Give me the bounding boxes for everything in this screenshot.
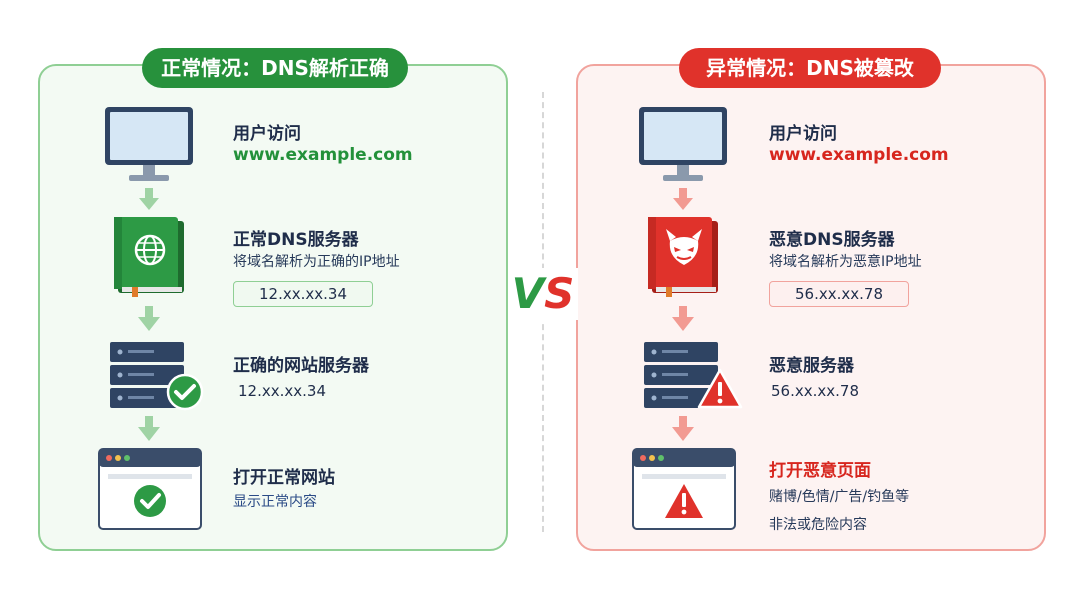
arrow-down-icon: [673, 188, 693, 210]
bad-step2-desc: 将域名解析为恶意IP地址: [769, 254, 922, 270]
bad-step3-ip: 56.xx.xx.78: [771, 382, 859, 400]
check-circle-icon: [166, 373, 204, 411]
good-step3-ip: 12.xx.xx.34: [238, 382, 326, 400]
browser-window-icon: [98, 448, 202, 530]
globe-book-icon: [114, 217, 184, 297]
arrow-down-icon: [672, 416, 694, 441]
arrow-down-icon: [138, 306, 160, 331]
arrow-down-icon: [672, 306, 694, 331]
vs-letter-v: V: [511, 269, 545, 318]
bad-step2-ip: 56.xx.xx.78: [769, 281, 909, 307]
browser-window-icon: [632, 448, 736, 530]
good-step4-desc: 显示正常内容: [233, 494, 317, 510]
monitor-icon: [639, 107, 727, 181]
good-step2-ip: 12.xx.xx.34: [233, 281, 373, 307]
warning-triangle-icon: [697, 368, 743, 409]
good-step2-desc: 将域名解析为正确的IP地址: [233, 254, 400, 270]
good-step3-label: 正确的网站服务器: [233, 356, 369, 376]
good-step4-label: 打开正常网站: [233, 468, 335, 488]
bad-step3-label: 恶意服务器: [769, 356, 854, 376]
devil-book-icon: [648, 217, 718, 297]
bad-step4-desc1: 赌博/色情/广告/钓鱼等: [769, 489, 910, 505]
vs-label: VS: [508, 268, 578, 320]
monitor-icon: [105, 107, 193, 181]
bad-step4-label: 打开恶意页面: [769, 461, 871, 481]
hijacked-case-title: 异常情况：DNS被篡改: [679, 48, 941, 88]
good-step2-label: 正常DNS服务器: [233, 230, 359, 250]
server-rack-icon: [644, 342, 718, 408]
bad-step1-label: 用户访问: [769, 124, 837, 144]
bad-step4-desc2: 非法或危险内容: [769, 517, 867, 533]
bad-step1-url: www.example.com: [769, 145, 949, 165]
good-step1-label: 用户访问: [233, 124, 301, 144]
arrow-down-icon: [139, 188, 159, 210]
server-rack-icon: [110, 342, 184, 408]
arrow-down-icon: [138, 416, 160, 441]
normal-case-title: 正常情况：DNS解析正确: [142, 48, 408, 88]
bad-step2-label: 恶意DNS服务器: [769, 230, 895, 250]
vs-letter-s: S: [544, 269, 575, 318]
good-step1-url: www.example.com: [233, 145, 413, 165]
